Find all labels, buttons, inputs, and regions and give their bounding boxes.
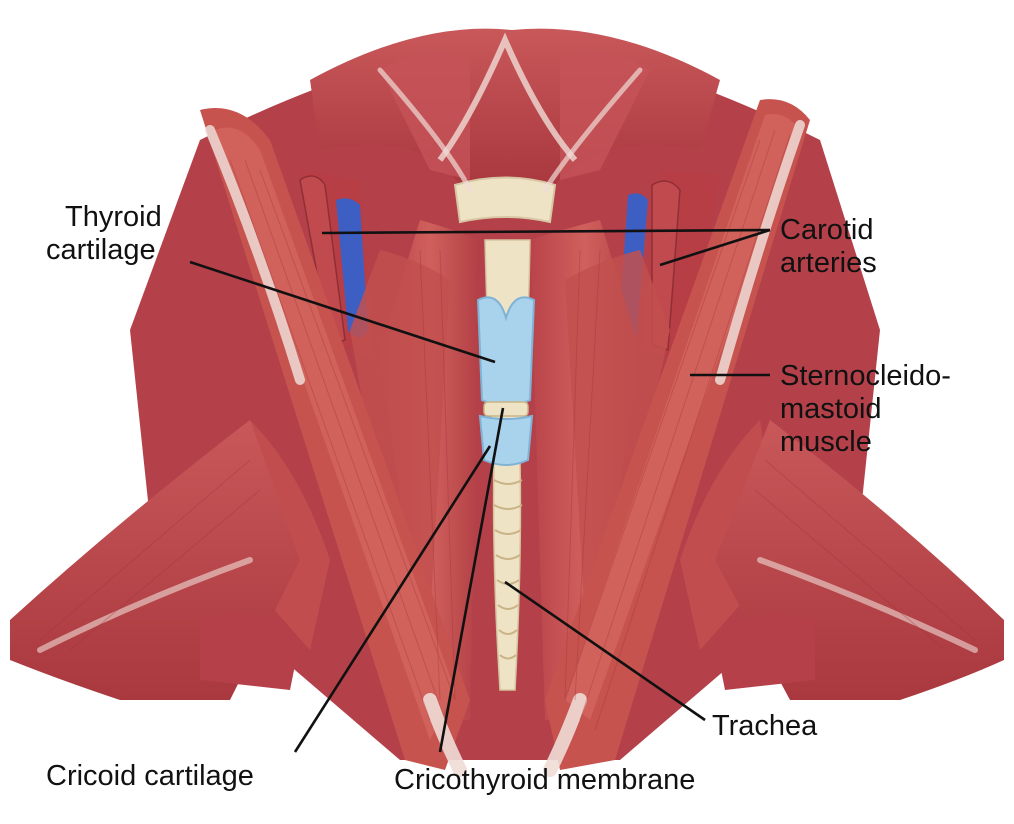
label-carotid-line1: Carotid	[780, 214, 874, 246]
tendons	[37, 67, 978, 777]
left-sternocleidomastoid-front	[215, 127, 455, 740]
leader-carotid-left	[321, 228, 771, 235]
leader-cricothyroid	[438, 407, 505, 753]
label-thyroid-line1: Thyroid	[65, 201, 162, 233]
right-sternocleidomastoid-front	[565, 114, 800, 720]
left-carotid-artery	[299, 175, 346, 346]
leader-cricoid	[293, 445, 492, 753]
cricoid-cartilage-shape	[478, 414, 534, 466]
label-scm-line2: mastoid	[780, 393, 882, 425]
hyoid-bone	[453, 176, 557, 224]
label-sternocleidomastoid: Sternocleido- mastoid muscle	[780, 360, 951, 459]
label-trachea: Trachea	[712, 710, 817, 743]
label-thyroid-cartilage: Thyroid cartilage	[46, 201, 162, 267]
label-carotid-line2: arteries	[780, 247, 877, 279]
label-cricothyroid-membrane: Cricothyroid membrane	[394, 764, 695, 797]
leader-trachea	[504, 580, 706, 722]
label-scm-line1: Sternocleido-	[780, 360, 951, 392]
label-cricothyroid-text: Cricothyroid membrane	[394, 764, 696, 796]
cricothyroid-membrane-shape	[483, 401, 529, 417]
leader-lines	[189, 228, 771, 753]
leader-carotid-right	[659, 228, 771, 267]
leader-thyroid	[189, 260, 496, 364]
tracheal-rings	[493, 479, 523, 660]
label-cricoid-text: Cricoid cartilage	[46, 760, 254, 792]
label-cricoid-cartilage: Cricoid cartilage	[46, 760, 254, 793]
label-carotid-arteries: Carotid arteries	[780, 214, 877, 280]
label-scm-line3: muscle	[780, 426, 872, 458]
label-trachea-text: Trachea	[712, 710, 818, 742]
label-thyroid-line2: cartilage	[46, 234, 156, 266]
